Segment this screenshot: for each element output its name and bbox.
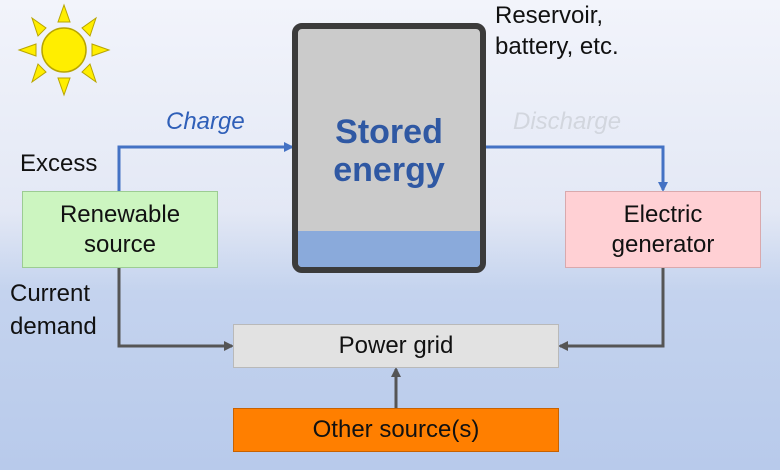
sun-icon — [17, 3, 111, 97]
other-sources-label: Other source(s) — [312, 416, 480, 443]
demand-arrow — [117, 268, 234, 351]
storage-note: Reservoir, battery, etc. — [495, 2, 619, 61]
renewable-source-box: Renewable source — [22, 191, 218, 268]
stored-energy-box: Stored energy — [292, 23, 486, 273]
stored-energy-level — [298, 231, 480, 267]
power-grid-label: Power grid — [338, 332, 454, 359]
other-sources-box: Other source(s) — [233, 408, 559, 452]
charge-arrow — [117, 142, 294, 191]
charge-label: Charge — [166, 108, 245, 135]
discharge-label: Discharge — [513, 108, 622, 135]
stored-energy-label: Stored energy — [333, 112, 445, 189]
current-demand-label: Current demand — [10, 280, 97, 340]
excess-label: Excess — [20, 150, 98, 177]
electric-generator-box: Electric generator — [565, 191, 761, 268]
power-grid-box: Power grid — [233, 324, 559, 368]
generator-to-grid-arrow — [558, 268, 665, 351]
discharge-arrow — [486, 145, 668, 192]
